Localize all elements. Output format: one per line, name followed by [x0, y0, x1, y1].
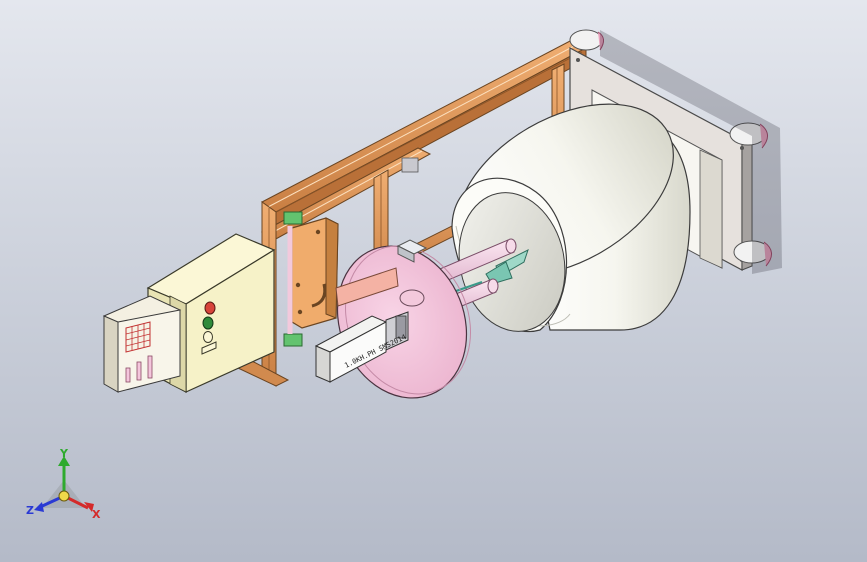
x-axis-arrow — [84, 502, 94, 512]
y-axis-arrow — [58, 456, 70, 466]
rail-mount-block — [401, 157, 419, 173]
x-axis-label: X — [92, 508, 101, 521]
triad-origin — [58, 490, 70, 502]
mounting-foot-top — [569, 29, 604, 51]
bracket-arm — [335, 267, 399, 307]
orientation-triad[interactable]: Y X Z — [22, 448, 108, 524]
slot-indicator-2 — [136, 361, 142, 381]
disc-hub-block — [396, 239, 428, 263]
selector-switch — [203, 331, 213, 343]
z-axis-label: Z — [26, 504, 34, 517]
y-axis-label: Y — [59, 448, 69, 460]
mounting-foot-upper-right — [729, 122, 768, 149]
top-frame-rail — [261, 39, 588, 227]
green-clip-bottom — [283, 333, 303, 347]
vertical-slide-bracket — [291, 217, 339, 329]
plate-side-shadow — [600, 30, 782, 274]
slot-indicator-1 — [125, 367, 131, 383]
slot-indicator-3 — [147, 355, 153, 379]
keypad-grid — [125, 321, 151, 353]
cabinet-label-plate — [201, 341, 217, 355]
z-axis-arrow — [34, 502, 44, 512]
green-indicator-light — [202, 316, 214, 330]
mounting-foot-lower-right — [733, 240, 772, 267]
hmi-panel — [102, 295, 182, 393]
drum-inner-blade — [485, 249, 529, 285]
red-indicator-light — [204, 301, 216, 315]
green-clip-top — [283, 211, 303, 225]
